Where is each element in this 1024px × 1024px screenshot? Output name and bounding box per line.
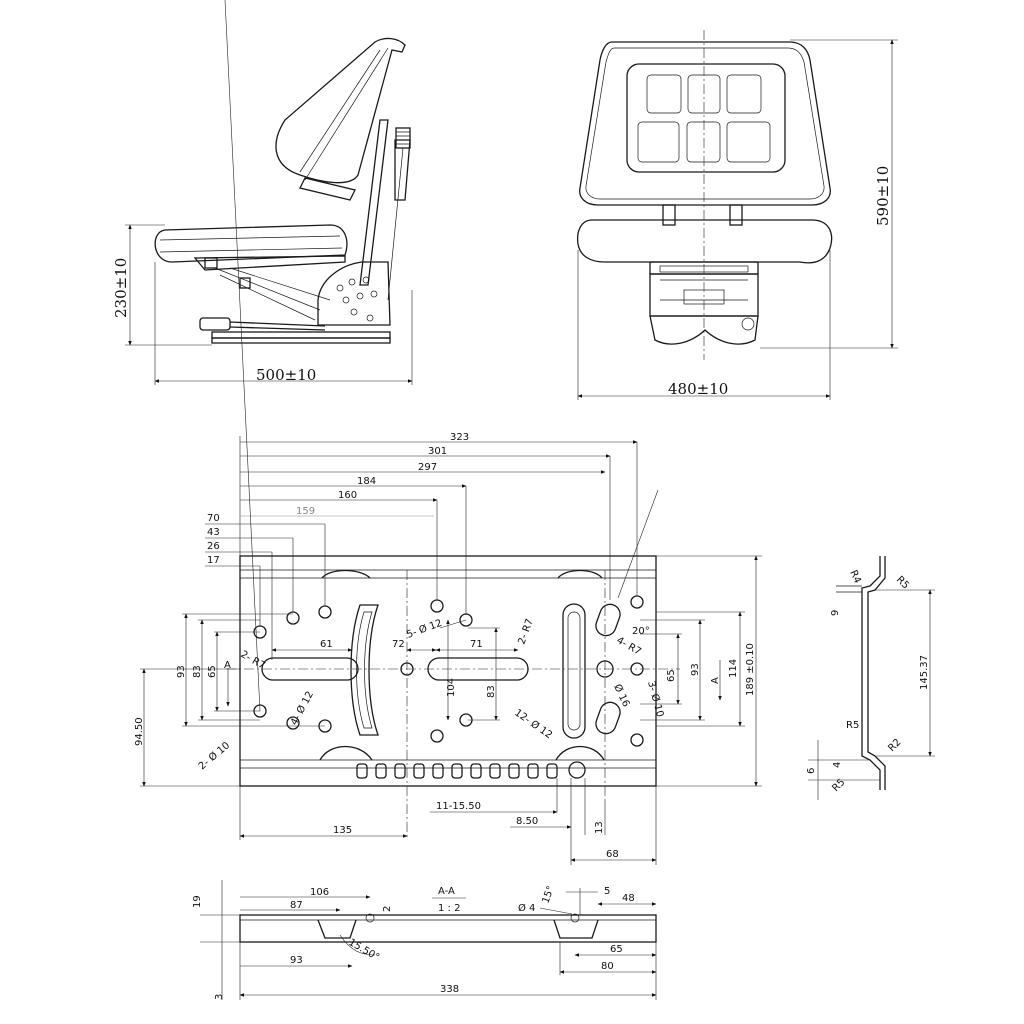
dim-68: 68 [606, 849, 619, 860]
sec-dim-d4: Ø 4 [518, 902, 535, 914]
label-r5-mid: R5 [846, 720, 859, 731]
section-scale: 1 : 2 [438, 903, 460, 914]
dim-13: 13 [594, 821, 605, 834]
sec-dim-87: 87 [290, 900, 303, 911]
dim-189: 189 ±0.10 [745, 643, 756, 696]
dim-93-left: 93 [176, 665, 187, 678]
sec-dim-65: 65 [610, 944, 623, 955]
label-r2: R2 [886, 737, 903, 754]
sec-dim-19: 19 [192, 895, 203, 908]
label-2xr7-mid: 2- R7 [516, 617, 535, 646]
dim-26: 26 [207, 541, 220, 552]
label-9: 9 [830, 610, 841, 616]
sec-dim-3: 3 [214, 994, 225, 1000]
dim-297: 297 [418, 462, 437, 473]
label-2xr7-left: 2- R7 [239, 649, 267, 672]
label-20deg: 20° [632, 626, 650, 637]
label-r5-bottom: R5 [830, 777, 847, 794]
seat-front-view: 480±10 590±10 [576, 30, 898, 400]
section-a-left: A [224, 660, 231, 671]
dim-323: 323 [450, 432, 469, 443]
dim-145-37: 145.37 [919, 655, 930, 690]
dim-83-left: 83 [192, 665, 203, 678]
sec-angle-15: 15° [540, 885, 556, 905]
section-a-right: A [710, 677, 721, 684]
label-r4: R4 [847, 569, 863, 586]
side-height-label: 230±10 [112, 258, 130, 318]
sec-dim-2: 2 [382, 906, 393, 912]
sec-dim-80: 80 [601, 961, 614, 972]
label-r5-top: R5 [894, 574, 911, 591]
dim-83-inner: 83 [486, 685, 497, 698]
sec-dim-5: 5 [604, 886, 610, 897]
plate-side-profile: R4 R5 9 145.37 R5 R2 6 4 R5 [806, 556, 935, 800]
base-plate-plan: 323 301 297 184 160 159 70 43 26 17 61 7… [134, 0, 762, 865]
sec-dim-106: 106 [310, 887, 329, 898]
front-width-label: 480±10 [668, 380, 728, 398]
label-2xd10: 2- Ø 10 [196, 739, 232, 772]
side-width-label: 500±10 [256, 366, 316, 384]
dim-114: 114 [728, 659, 739, 678]
dim-70: 70 [207, 513, 220, 524]
label-3xd10: 3- Ø 10 [645, 680, 666, 719]
label-4xr7: 4- R7 [615, 635, 643, 658]
dim-159: 159 [296, 506, 315, 517]
dim-301: 301 [428, 446, 447, 457]
label-4xd12: 4- Ø 12 [288, 689, 316, 727]
dim-93-right: 93 [690, 663, 701, 676]
dim-135: 135 [333, 825, 352, 836]
dim-61: 61 [320, 639, 333, 650]
bottom-slot-row [356, 763, 558, 779]
dim-11x15-50: 11-15.50 [436, 801, 481, 812]
section-title: A-A [438, 886, 455, 897]
dim-71: 71 [470, 639, 483, 650]
label-d16: Ø 16 [611, 682, 632, 709]
dim-8-50: 8.50 [516, 816, 538, 827]
label-5xd12: 5- Ø 12 [405, 617, 444, 641]
sec-angle-15-50: 15.50° [347, 937, 382, 963]
dim-104: 104 [446, 678, 457, 697]
dim-17: 17 [207, 555, 220, 566]
sec-dim-93: 93 [290, 955, 303, 966]
dim-65-right: 65 [666, 669, 677, 682]
section-a-a: A-A 1 : 2 106 87 2 19 15.50° 93 3 Ø 4 15… [192, 880, 657, 1000]
dim-65-left: 65 [207, 665, 218, 678]
dim-184: 184 [357, 476, 376, 487]
sec-dim-338: 338 [440, 984, 459, 995]
dim-43: 43 [207, 527, 220, 538]
dim-6: 6 [806, 768, 817, 774]
dim-160: 160 [338, 490, 357, 501]
sec-dim-48: 48 [622, 893, 635, 904]
seat-side-view: 500±10 230±10 [112, 37, 413, 385]
front-height-label: 590±10 [874, 166, 892, 226]
dim-72: 72 [392, 639, 405, 650]
dim-94-50: 94.50 [134, 717, 145, 746]
label-12xd12: 12- Ø 12 [512, 707, 554, 742]
dim-4: 4 [832, 762, 843, 768]
